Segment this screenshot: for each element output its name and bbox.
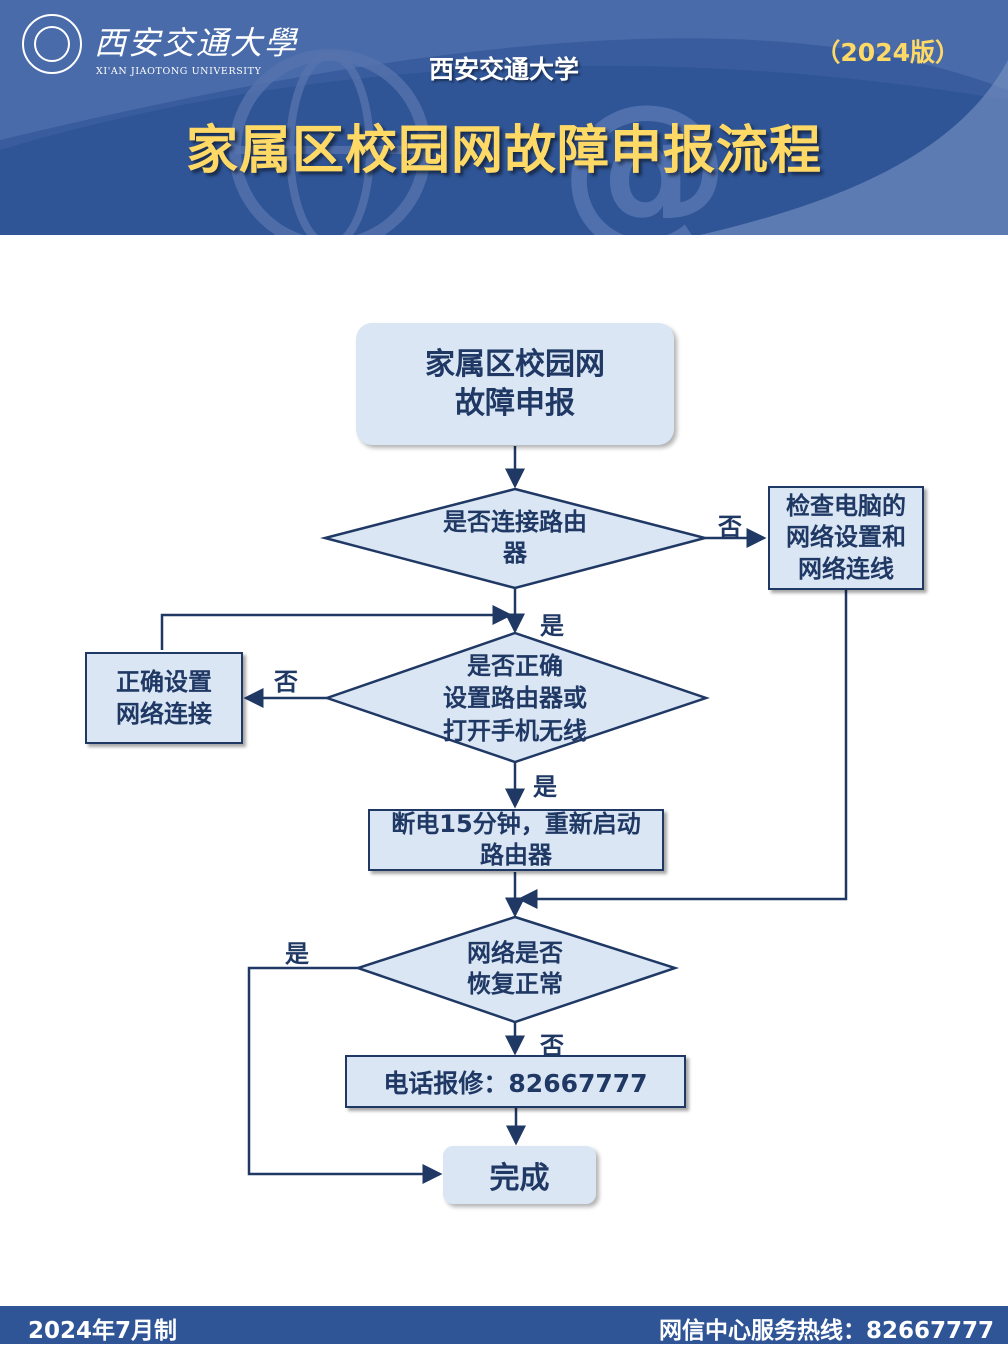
version-label: （2024版） [815, 38, 960, 67]
arrow-restore-yes [247, 966, 443, 1184]
decision-restore-line2: 恢复正常 [467, 970, 563, 999]
label-router-no: 否 [718, 513, 742, 541]
decision-restore-shape [354, 915, 680, 1024]
label-restore-no: 否 [540, 1032, 564, 1060]
header-background: @ [0, 0, 1008, 235]
decision-restore-line1: 网络是否 [467, 939, 563, 967]
label-setup-no: 否 [274, 668, 298, 696]
phone-report-text: 电话报修：82667777 [383, 1068, 648, 1098]
decision-setup-line2: 设置路由器或 [443, 684, 587, 713]
decision-router-shape [320, 487, 710, 590]
fix-setup-line1: 正确设置 [116, 667, 212, 696]
logo-english-name: XI'AN JIAOTONG UNIVERSITY [96, 66, 262, 77]
label-setup-yes: 是 [533, 773, 557, 801]
check-computer-line1: 检查电脑的 [786, 492, 906, 521]
decision-setup-text: 是否正确 设置路由器或 打开手机无线 [400, 650, 630, 747]
arrow-check-merge [517, 590, 848, 909]
university-seal-icon [22, 14, 82, 74]
decision-setup-line1: 是否正确 [467, 652, 563, 680]
fix-setup-node: 正确设置 网络连接 [85, 652, 243, 744]
check-computer-line2: 网络设置和 [786, 523, 906, 552]
footer-date: 2024年7月制 [28, 1318, 178, 1344]
check-computer-line3: 网络连线 [798, 554, 894, 583]
decision-router-line2: 器 [503, 539, 527, 568]
footer-hotline: 网信中心服务热线：82667777 [658, 1318, 994, 1344]
fix-setup-line2: 网络连接 [116, 700, 212, 728]
university-name: 西安交通大学 [428, 55, 579, 84]
check-computer-node: 检查电脑的 网络设置和 网络连线 [768, 486, 924, 590]
university-logo: 西安交通大學 XI'AN JIAOTONG UNIVERSITY [22, 14, 296, 80]
label-router-yes: 是 [540, 612, 564, 640]
logo-chinese-name: 西安交通大學 [94, 24, 299, 62]
header-banner: @ 西安交通大學 XI'AN JIAOTONG UNIVERSITY 西安交通大… [0, 0, 1008, 235]
footer-bar: 2024年7月制 网信中心服务热线：82667777 [0, 1306, 1008, 1344]
decision-router-text: 是否连接路由 器 [400, 507, 630, 569]
at-sign-icon: @ [560, 68, 730, 235]
decision-router-line1: 是否连接路由 [443, 508, 587, 536]
decision-setup-line3: 打开手机无线 [443, 716, 587, 745]
arrow-fix-loop [160, 605, 513, 650]
start-line1: 家属区校园网 [425, 347, 605, 382]
start-node: 家属区校园网 故障申报 [356, 323, 674, 445]
label-restore-yes: 是 [285, 940, 309, 968]
end-text: 完成 [489, 1161, 550, 1196]
page-title: 家属区校园网故障申报流程 [185, 121, 822, 181]
phone-report-node: 电话报修：82667777 [345, 1055, 686, 1108]
restart-router-node: 断电15分钟，重新启动 路由器 [368, 809, 664, 871]
end-node: 完成 [443, 1146, 596, 1204]
start-line2: 故障申报 [455, 386, 575, 421]
decision-setup-shape [323, 631, 710, 764]
restart-line2: 路由器 [480, 841, 552, 869]
restart-line1: 断电15分钟，重新启动 [391, 809, 641, 838]
decision-restore-text: 网络是否 恢复正常 [420, 938, 610, 1000]
